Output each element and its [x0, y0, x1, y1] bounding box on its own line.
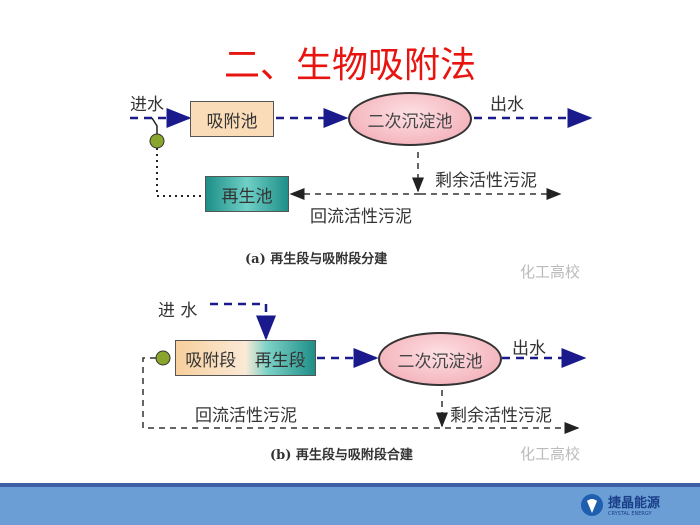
crystal-logo-icon — [580, 493, 603, 516]
adsorption-section: 吸附段 — [185, 350, 237, 371]
slide-title: 二、生物吸附法 — [223, 45, 476, 86]
regeneration-section: 再生段 — [254, 350, 306, 371]
watermark: 化工高校 — [520, 445, 581, 463]
inlet-label-a: 进水 — [130, 95, 164, 115]
diagram-a-lines — [130, 108, 593, 200]
caption-b: (b) 再生段与吸附段合建 — [270, 448, 413, 463]
secondary-clarifier-b: 二次沉淀池 — [378, 332, 502, 386]
combined-tank: 吸附段 再生段 — [175, 340, 316, 376]
diagram-b-lines — [142, 302, 587, 434]
inlet-label-b: 进 水 — [158, 301, 198, 321]
regeneration-tank: 再生池 — [205, 176, 289, 212]
outlet-label-a: 出水 — [490, 95, 524, 115]
watermark: 化工高校 — [520, 263, 581, 281]
return-sludge-label-a: 回流活性污泥 — [310, 207, 412, 227]
return-sludge-label-b: 回流活性污泥 — [195, 406, 297, 426]
logo-subtitle: CRYSTAL ENERGY — [607, 511, 652, 517]
excess-sludge-label-b: 剩余活性污泥 — [450, 406, 552, 426]
pump-icon — [149, 133, 165, 149]
excess-sludge-label-a: 剩余活性污泥 — [435, 171, 537, 191]
caption-a: (a) 再生段与吸附段分建 — [245, 252, 388, 267]
outlet-label-b: 出水 — [512, 339, 546, 359]
pump-icon — [155, 350, 171, 366]
company-logo: 捷晶能源 CRYSTAL ENERGY — [580, 492, 660, 517]
logo-name: 捷晶能源 — [607, 496, 660, 511]
secondary-clarifier-a: 二次沉淀池 — [348, 92, 472, 146]
adsorption-tank: 吸附池 — [190, 101, 274, 137]
